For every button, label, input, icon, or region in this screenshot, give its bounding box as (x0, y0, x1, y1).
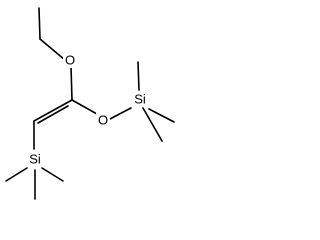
bond-vinyl-carbon-o (71, 99, 98, 115)
ether-oxygen-label: O (65, 53, 75, 68)
bond-si-bottom-methyl-right (41, 167, 64, 182)
bond-o-vinyl-carbon (70, 65, 73, 101)
bond-si-right-methyl-down (142, 107, 163, 142)
bond-si-right-methyl-right (148, 108, 175, 123)
silicon-bottom-label: Si (29, 152, 41, 167)
silicon-right-label: Si (134, 92, 146, 107)
bond-vinyl-double-inner (37, 105, 69, 124)
bond-ethyl-ch3-ch2 (38, 7, 41, 40)
structure-diagram: O O Si Si (5, 7, 175, 200)
bond-si-bottom-methyl-left (5, 167, 28, 182)
bond-o-si-right (107, 107, 132, 121)
siloxy-oxygen-label: O (98, 113, 108, 128)
bond-si-right-methyl-up (137, 61, 140, 91)
bond-ethyl-ch2-o (39, 38, 66, 61)
bond-vinyl-double-outer (33, 99, 73, 122)
